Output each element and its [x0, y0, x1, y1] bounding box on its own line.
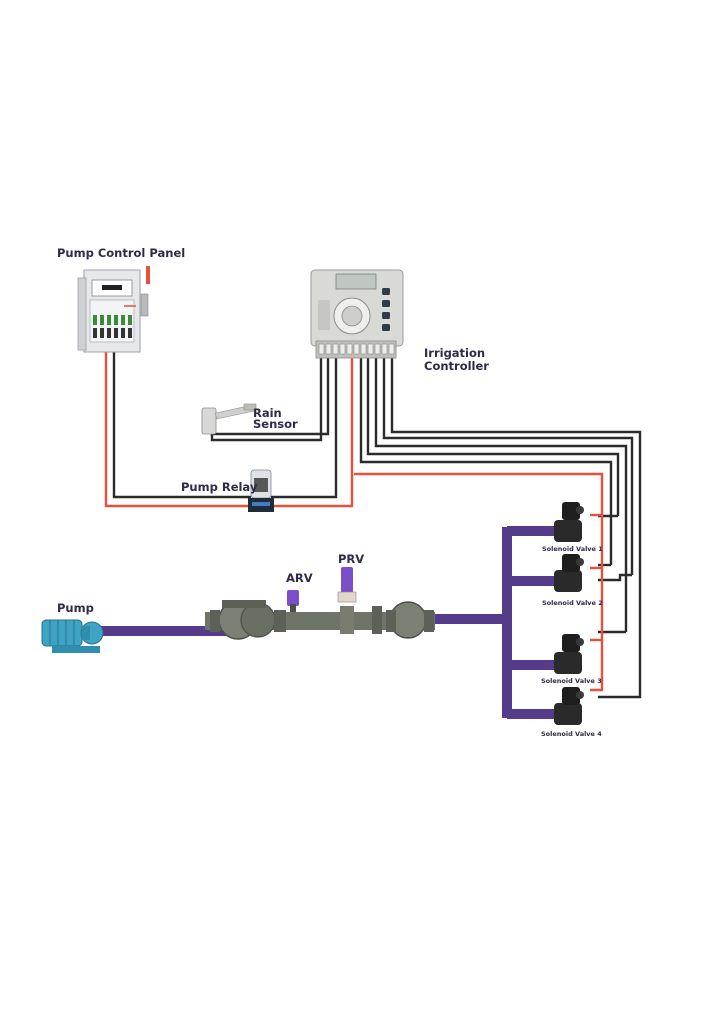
gate-valve-icon	[210, 600, 276, 640]
valve-fittings-assembly	[205, 600, 435, 640]
pump-control-panel-label: Pump Control Panel	[57, 246, 186, 260]
solenoid-valve-icon	[554, 502, 584, 725]
solenoid-valve-1-label: Solenoid Valve 1	[542, 545, 603, 553]
pump-control-panel-icon	[77, 266, 150, 353]
pump-label: Pump	[57, 601, 94, 615]
irrigation-controller-label: Irrigation Controller	[424, 346, 489, 373]
pump-relay-icon	[248, 469, 274, 512]
solenoid-valve-3	[554, 634, 584, 674]
pump-relay-label: Pump Relay	[181, 480, 258, 494]
solenoid-valve-4	[554, 687, 584, 725]
rain-sensor-icon	[201, 403, 257, 435]
irrigation-controller-icon	[310, 269, 404, 359]
rain-sensor-label: Rain Sensor	[253, 406, 298, 431]
solenoid-valve-4-label: Solenoid Valve 4	[541, 730, 602, 738]
solenoid-valve-2	[554, 554, 584, 592]
solenoid-valve-2-label: Solenoid Valve 2	[542, 599, 603, 607]
prv-label: PRV	[338, 552, 365, 566]
power-wires	[104, 352, 604, 692]
arv-icon	[287, 590, 299, 612]
filter-icon	[386, 601, 434, 639]
solenoid-valve-1	[554, 502, 584, 542]
pump-icon	[41, 619, 104, 653]
control-wires	[112, 352, 642, 699]
arv-label: ARV	[286, 571, 313, 585]
prv-icon	[337, 567, 357, 603]
pipework	[96, 526, 560, 719]
solenoid-valve-3-label: Solenoid Valve 3	[541, 677, 602, 685]
